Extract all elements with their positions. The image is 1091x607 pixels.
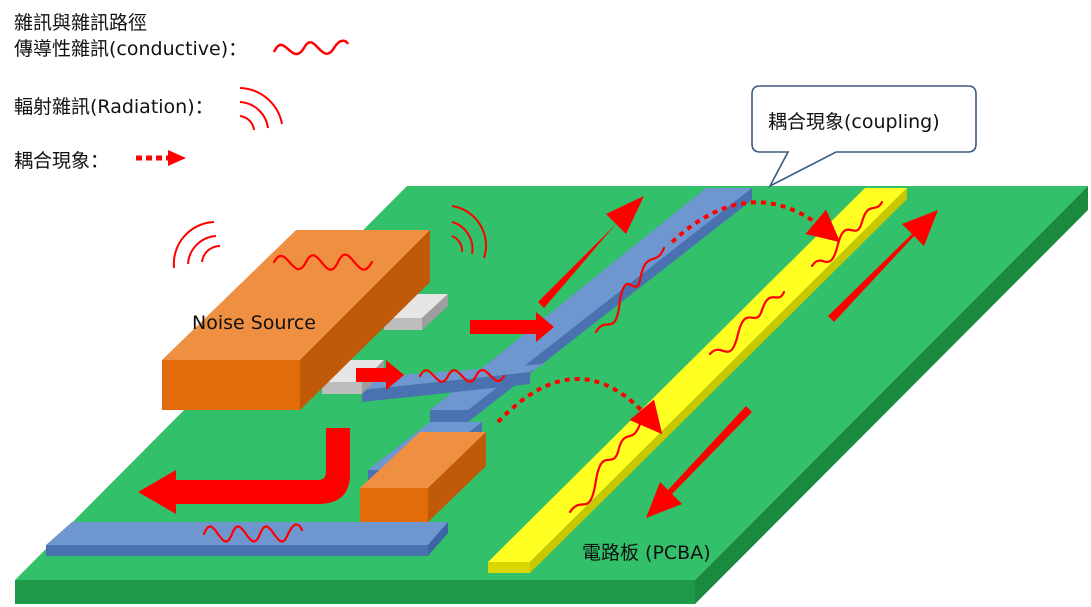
legend-conductive-wave-icon xyxy=(272,39,350,56)
blue-trace-branch xyxy=(362,364,545,402)
wave-yellow-middle xyxy=(708,290,786,356)
wave-branch xyxy=(418,368,506,383)
wave-blue-upper xyxy=(594,246,666,334)
noise-waves xyxy=(202,200,884,543)
legend-radiation-icon xyxy=(239,87,283,131)
arrow-right-upper xyxy=(470,312,554,342)
small-orange-box xyxy=(360,432,486,522)
wave-noise-box xyxy=(272,253,374,271)
callout-bubble xyxy=(751,85,977,188)
legend-conductive: 傳導性雜訊(conductive)： xyxy=(14,38,248,60)
callout-label: 耦合現象(coupling) xyxy=(768,111,940,133)
arrow-up-right xyxy=(828,210,938,322)
wave-yellow-lower xyxy=(568,422,642,514)
legend-icons xyxy=(136,39,350,166)
legend-coupling-arrowhead-icon xyxy=(168,150,186,166)
radiation-right xyxy=(451,205,487,259)
noise-box-side xyxy=(300,230,430,410)
board-label: 電路板 (PCBA) xyxy=(582,542,711,564)
board-right-edge xyxy=(695,186,1088,604)
coupling-arrow-lower xyxy=(496,377,663,435)
legend-title: 雜訊與雜訊路徑 xyxy=(14,12,148,34)
board-front-edge xyxy=(15,580,695,604)
wave-yellow-upper xyxy=(810,200,884,268)
legend-radiation: 輻射雜訊(Radiation)： xyxy=(14,96,214,118)
blue-trace-bottom xyxy=(46,522,448,556)
arrow-right-branch xyxy=(356,360,404,390)
coupling-arrows xyxy=(496,200,841,435)
wave-bottom-trace xyxy=(202,523,304,543)
arrow-up-blue xyxy=(538,196,644,308)
noise-source-label: Noise Source xyxy=(192,312,317,334)
noise-box-front xyxy=(162,360,300,410)
noise-source-box xyxy=(162,230,430,410)
blue-trace-upper xyxy=(430,188,752,422)
arrow-down-left xyxy=(646,406,752,518)
arrow-bend-left xyxy=(138,428,350,514)
noise-box-top xyxy=(162,230,430,360)
radiation-left xyxy=(172,221,221,269)
coupling-arrow-upper xyxy=(670,200,841,244)
flow-arrows xyxy=(138,196,938,518)
legend-coupling: 耦合現象： xyxy=(14,150,110,172)
yellow-trace xyxy=(488,188,907,573)
